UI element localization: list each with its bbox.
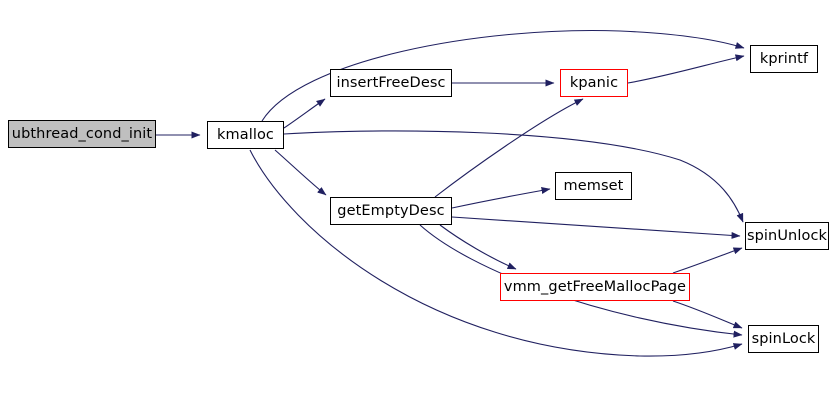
graph-node-kprintf[interactable]: kprintf [750,45,818,73]
graph-node-label: vmm_getFreeMallocPage [503,278,687,295]
graph-node-label: kprintf [759,50,809,67]
graph-edge-vmm_getFreeMallocPage-to-spinUnlock [672,247,743,274]
graph-node-label: spinLock [751,330,816,347]
graph-node-getEmptyDesc[interactable]: getEmptyDesc [330,197,452,225]
graph-node-label: memset [563,177,624,194]
graph-node-vmm_getFreeMallocPage[interactable]: vmm_getFreeMallocPage [500,273,690,301]
graph-edge-kmalloc-to-kprintf [261,29,745,122]
graph-node-memset[interactable]: memset [555,172,632,200]
graph-node-label: ubthread_cond_init [11,125,153,142]
graph-node-spinUnlock[interactable]: spinUnlock [745,222,829,250]
graph-edge-kmalloc-to-spinLock [249,149,743,357]
graph-edges [156,29,745,357]
graph-edge-kmalloc-to-getEmptyDesc [274,149,327,196]
graph-edge-getEmptyDesc-to-vmm_getFreeMallocPage [439,224,517,270]
graph-edge-vmm_getFreeMallocPage-to-spinLock [672,300,743,329]
graph-edge-getEmptyDesc-to-kpanic [434,98,584,198]
graph-node-label: insertFreeDesc [336,74,446,91]
graph-node-label: kpanic [569,74,619,91]
graph-node-label: getEmptyDesc [337,202,445,219]
graph-node-label: spinUnlock [746,227,828,244]
graph-node-spinLock[interactable]: spinLock [748,325,819,353]
graph-node-kmalloc[interactable]: kmalloc [207,121,284,149]
graph-node-ubthread_cond_init[interactable]: ubthread_cond_init [8,120,156,148]
graph-node-insertFreeDesc[interactable]: insertFreeDesc [330,69,452,97]
graph-edge-getEmptyDesc-to-spinUnlock [451,216,741,239]
graph-node-label: kmalloc [216,126,274,143]
graph-edge-kmalloc-to-insertFreeDesc [283,98,326,129]
graph-edge-kpanic-to-kprintf [627,54,745,84]
graph-node-kpanic[interactable]: kpanic [560,69,628,97]
graph-edge-kmalloc-to-spinUnlock [283,130,744,223]
graph-edge-getEmptyDesc-to-memset [451,187,551,209]
